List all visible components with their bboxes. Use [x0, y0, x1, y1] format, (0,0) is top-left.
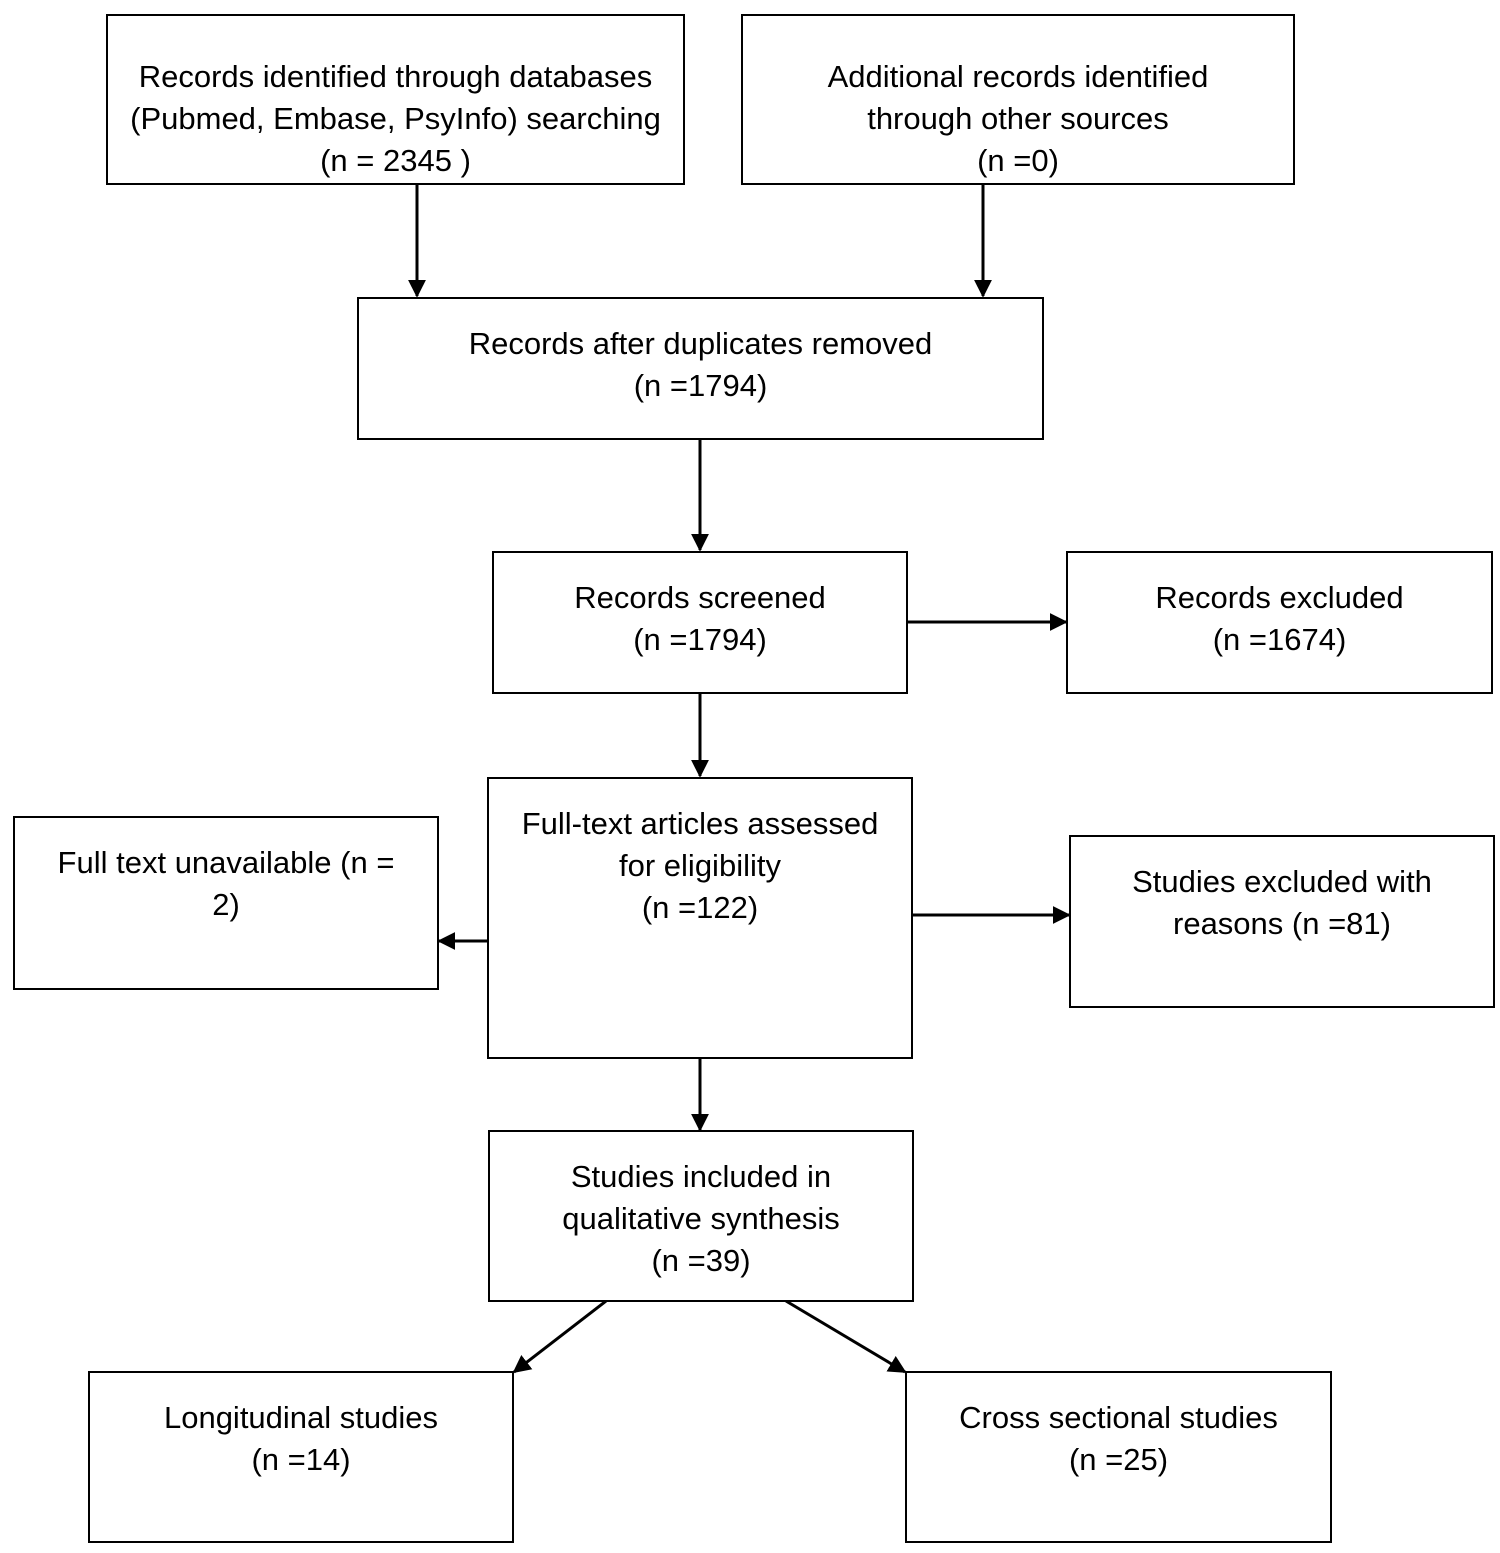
longitudinal-studies-box: Longitudinal studies (n =14)	[88, 1371, 514, 1543]
box-text-line: Studies excluded with	[1132, 864, 1432, 899]
box-text-line: Records excluded	[1155, 580, 1404, 615]
box-text-line: reasons (n =81)	[1173, 906, 1391, 941]
cross-sectional-studies-box: Cross sectional studies (n =25)	[905, 1371, 1332, 1543]
box-text-line: Longitudinal studies	[163, 1400, 439, 1435]
box-text-line: (n =1674)	[1212, 622, 1347, 657]
box-text-line: Records after duplicates removed	[468, 326, 933, 361]
box-text-line: (Pubmed, Embase, PsyInfo) searching	[130, 101, 661, 136]
arrow-included-to-longitudinal	[512, 1299, 607, 1374]
records-after-duplicates-box: Records after duplicates removed (n =179…	[357, 297, 1044, 440]
full-text-assessed-box: Full-text articles assessed for eligibil…	[487, 777, 913, 1059]
records-excluded-box: Records excluded (n =1674)	[1066, 551, 1493, 694]
studies-excluded-reasons-box: Studies excluded with reasons (n =81)	[1069, 835, 1495, 1008]
additional-records-box: Additional records identified through ot…	[741, 14, 1295, 185]
box-text-line: Studies included in	[570, 1159, 832, 1194]
box-text-line: (n =1794)	[633, 368, 768, 403]
arrow-included-to-cross-sectional	[785, 1299, 907, 1374]
box-text-line: (n = 2345 )	[320, 143, 471, 178]
box-text-line: 2)	[212, 887, 240, 922]
box-text-line: qualitative synthesis	[562, 1201, 840, 1236]
box-text-line: through other sources	[867, 101, 1169, 136]
box-text-line: Additional records identified	[827, 59, 1209, 94]
box-text-line: (n =39)	[651, 1243, 751, 1278]
box-text-line: (n =14)	[251, 1442, 351, 1477]
box-text-line: Cross sectional studies	[959, 1400, 1278, 1435]
box-text-line: for eligibility	[619, 848, 781, 883]
box-text-line: Records screened	[574, 580, 826, 615]
studies-included-box: Studies included in qualitative synthesi…	[488, 1130, 914, 1302]
full-text-unavailable-box: Full text unavailable (n = 2)	[13, 816, 439, 990]
box-text-line: Full-text articles assessed	[521, 806, 879, 841]
records-identified-databases-box: Records identified through databases (Pu…	[106, 14, 685, 185]
box-text-line: (n =122)	[641, 890, 759, 925]
box-text-line: Records identified through databases	[138, 59, 653, 94]
box-text-line: (n =0)	[977, 143, 1059, 178]
box-text-line: Full text unavailable (n =	[57, 845, 395, 880]
records-screened-box: Records screened (n =1794)	[492, 551, 908, 694]
box-text-line: (n =25)	[1068, 1442, 1169, 1477]
box-text-line: (n =1794)	[633, 622, 767, 657]
